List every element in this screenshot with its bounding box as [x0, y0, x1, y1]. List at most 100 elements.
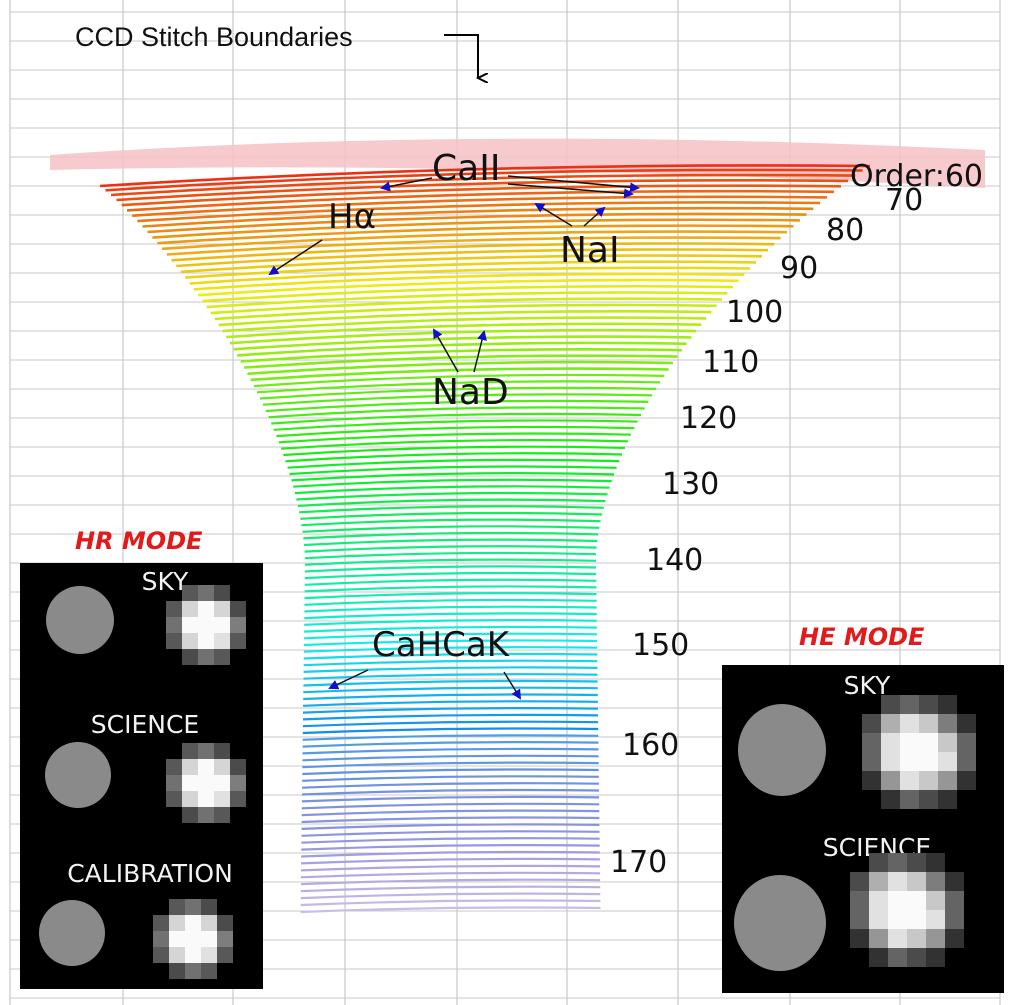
fiber-spot-pixel: [919, 752, 938, 771]
fiber-spot-pixel: [945, 929, 964, 948]
spectral-order-trace: [218, 309, 712, 327]
spectral-order-trace: [303, 673, 598, 680]
fiber-spot-pixel: [881, 752, 900, 771]
fiber-spot-pixel: [919, 790, 938, 809]
spectral-order-trace: [116, 178, 849, 202]
fiber-spot-pixel: [198, 807, 214, 823]
fiber-spot-pixel: [166, 759, 182, 775]
spectral-order-trace: [301, 823, 600, 830]
he-science-spot: [850, 853, 964, 967]
fiber-spot-pixel: [166, 633, 182, 649]
fiber-spot-pixel: [938, 752, 957, 771]
hr-science-spot: [166, 743, 246, 823]
halpha-label: Hα: [328, 197, 376, 237]
spectral-order-trace: [302, 754, 599, 762]
fiber-spot-pixel: [214, 759, 230, 775]
spectral-order-trace: [229, 328, 697, 345]
fiber-spot-pixel: [926, 872, 945, 891]
call-arrow-right-1: [507, 175, 640, 193]
fiber-spot-pixel: [166, 617, 182, 633]
fiber-spot-pixel: [869, 948, 888, 967]
spectral-order-trace: [302, 768, 599, 776]
fiber-spot-pixel: [888, 891, 907, 910]
fiber-spot-pixel: [182, 759, 198, 775]
he-sky-spot: [862, 695, 976, 809]
fiber-spot-pixel: [230, 633, 246, 649]
spectral-order-trace: [137, 201, 821, 223]
fiber-spot-pixel: [185, 963, 201, 979]
spectral-order-trace: [303, 686, 598, 694]
spectral-order-trace: [253, 373, 665, 388]
spectral-order-trace: [198, 278, 739, 297]
spectral-order-trace: [303, 666, 598, 673]
fiber-spot-pixel: [217, 947, 233, 963]
fiber-spot-pixel: [214, 807, 230, 823]
spectral-order-trace: [302, 747, 599, 755]
fiber-spot-pixel: [182, 791, 198, 807]
fiber-spot-pixel: [900, 733, 919, 752]
spectral-order-trace: [300, 871, 601, 879]
hr-calibration-fiber-image: [39, 900, 105, 966]
fiber-spot-pixel: [900, 752, 919, 771]
spectral-order-trace: [283, 445, 625, 457]
spectral-order-trace: [301, 788, 600, 796]
order-label-150: 150: [632, 628, 689, 663]
fiber-spot-pixel: [166, 791, 182, 807]
hr-calibration-spot: [153, 899, 233, 979]
spectral-order-trace: [303, 652, 598, 660]
spectral-order-trace: [240, 347, 682, 363]
fiber-spot-pixel: [919, 771, 938, 790]
spectral-order-trace: [302, 727, 599, 735]
fiber-spot-pixel: [182, 649, 198, 665]
spectral-order-trace: [214, 303, 717, 321]
spectral-order-trace: [302, 782, 599, 789]
fiber-spot-pixel: [185, 899, 201, 915]
spectral-order-trace: [303, 646, 598, 653]
fiber-spot-pixel: [198, 743, 214, 759]
spectral-order-trace: [110, 173, 856, 197]
spectral-order-trace: [304, 578, 597, 586]
fiber-spot-pixel: [957, 752, 976, 771]
spectral-order-trace: [301, 809, 600, 817]
spectral-order-trace: [300, 511, 603, 520]
spectral-order-trace: [171, 242, 775, 262]
spectral-order-trace: [162, 230, 787, 251]
spectral-order-trace: [185, 260, 757, 279]
fiber-spot-pixel: [201, 931, 217, 947]
fiber-spot-pixel: [869, 929, 888, 948]
spectral-order-trace: [304, 565, 597, 573]
hr-fiber-images: [39, 585, 246, 979]
fiber-spot-pixel: [230, 791, 246, 807]
fiber-spot-pixel: [214, 649, 230, 665]
fiber-spot-pixel: [926, 929, 945, 948]
fiber-spot-pixel: [938, 771, 957, 790]
spectral-order-trace: [233, 335, 692, 351]
spectral-order-trace: [297, 498, 606, 507]
spectral-order-trace: [303, 538, 598, 547]
fiber-spot-pixel: [198, 585, 214, 601]
spectral-order-trace: [302, 720, 599, 728]
fiber-spot-pixel: [198, 759, 214, 775]
fiber-spot-pixel: [198, 791, 214, 807]
spectral-order-trace: [301, 844, 600, 851]
hr-science-fiber-image: [45, 742, 111, 808]
nai-arrow-1: [534, 202, 573, 227]
fiber-spot-pixel: [957, 771, 976, 790]
fiber-spot-pixel: [888, 929, 907, 948]
cah-arrow: [328, 669, 369, 690]
fiber-spot-pixel: [850, 891, 869, 910]
fiber-spot-pixel: [217, 931, 233, 947]
fiber-spot-pixel: [169, 899, 185, 915]
call-arrow-left: [380, 177, 433, 192]
he-mode-panel: SKY SCIENCE: [722, 665, 1004, 993]
order-label-60: Order:60: [850, 159, 983, 194]
fiber-spot-pixel: [182, 585, 198, 601]
spectral-order-trace: [301, 802, 600, 810]
he-sky-fiber-image: [738, 704, 826, 796]
fiber-spot-pixel: [926, 891, 945, 910]
spectral-order-trace: [291, 471, 615, 482]
spectral-order-trace: [303, 659, 598, 667]
spectral-order-trace: [301, 795, 600, 803]
fiber-spot-pixel: [850, 872, 869, 891]
fiber-spot-pixel: [881, 695, 900, 714]
